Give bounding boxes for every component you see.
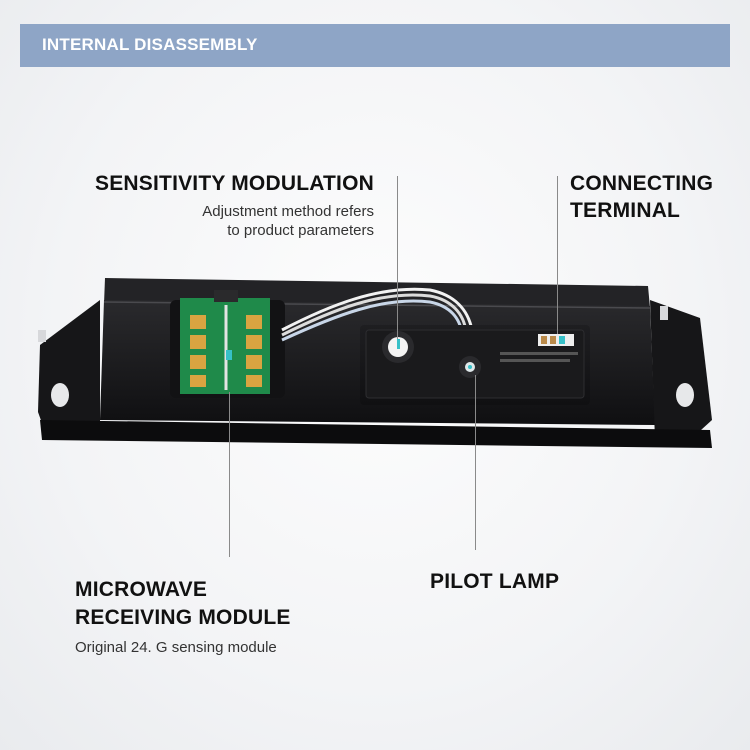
- banner-title: INTERNAL DISASSEMBLY: [42, 35, 258, 54]
- microwave-module-title-line1: MICROWAVE: [75, 578, 208, 601]
- connecting-terminal-title-line2: TERMINAL: [570, 199, 681, 222]
- section-banner: INTERNAL DISASSEMBLY: [20, 24, 730, 67]
- microwave-module-desc: Original 24. G sensing module: [75, 639, 277, 656]
- sensitivity-desc-line2: to product parameters: [227, 222, 374, 239]
- pilot-lamp-title: PILOT LAMP: [430, 570, 560, 593]
- terminal-leader-line: [557, 176, 558, 334]
- microwave-leader-line: [229, 392, 230, 557]
- ribbon-cable: [281, 287, 474, 342]
- pilot-leader-line: [475, 375, 476, 550]
- microwave-module: [170, 290, 285, 398]
- microwave-module-title-line2: RECEIVING MODULE: [75, 606, 291, 629]
- sensitivity-modulation-title: SENSITIVITY MODULATION: [95, 172, 374, 195]
- connecting-terminal-title-line1: CONNECTING: [570, 172, 714, 195]
- control-block: [360, 325, 590, 405]
- sensitivity-desc-line1: Adjustment method refers: [202, 203, 374, 220]
- sensitivity-leader-line: [397, 176, 398, 339]
